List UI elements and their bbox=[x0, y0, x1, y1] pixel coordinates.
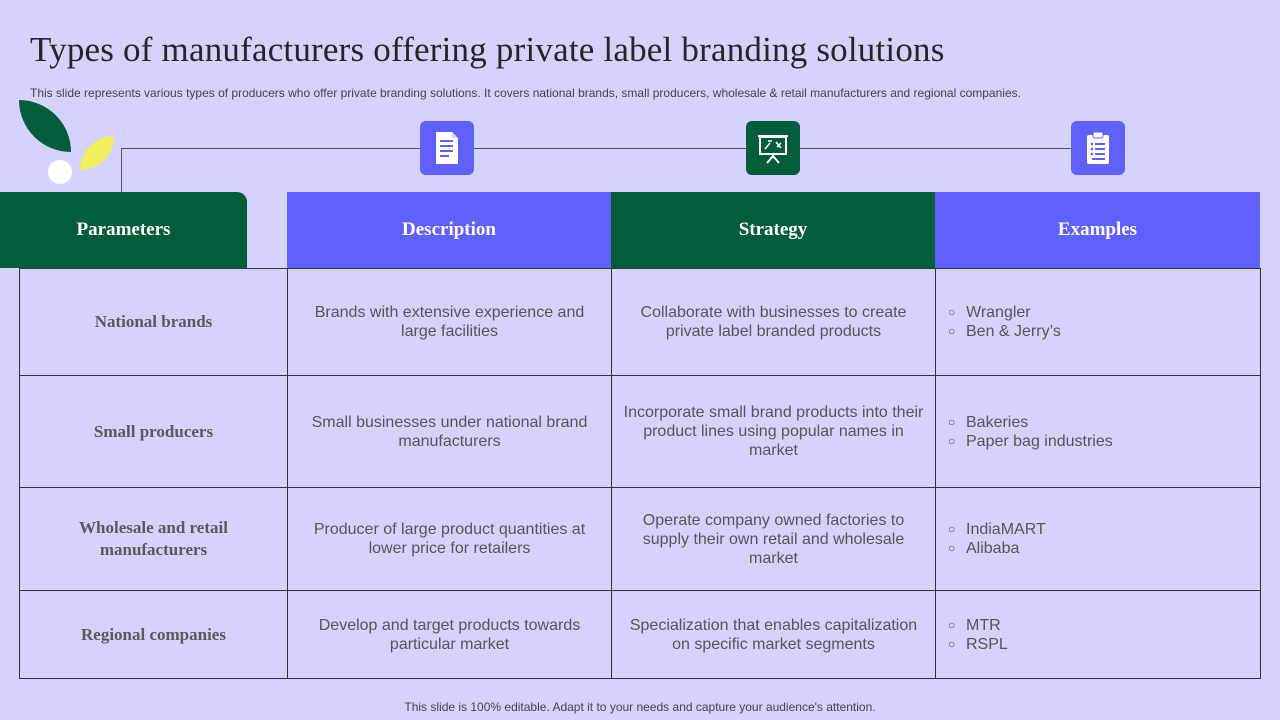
example-text: RSPL bbox=[966, 635, 1008, 653]
parameter-cell: Regional companies bbox=[19, 590, 288, 679]
parameter-cell: Wholesale and retail manufacturers bbox=[19, 487, 288, 591]
strategy-cell: Specialization that enables capitalizati… bbox=[611, 590, 936, 679]
table-row: Regional companies Develop and target pr… bbox=[19, 590, 1261, 679]
yellow-leaf-decoration bbox=[80, 136, 114, 170]
slide-subtitle: This slide represents various types of p… bbox=[30, 86, 1021, 100]
circle-bullet-icon: ○ bbox=[948, 324, 956, 338]
table-row: Small producers Small businesses under n… bbox=[19, 375, 1261, 488]
example-item: ○ RSPL bbox=[948, 635, 1250, 654]
circle-bullet-icon: ○ bbox=[948, 433, 956, 448]
presentation-icon-box bbox=[746, 121, 800, 175]
parameter-cell: Small producers bbox=[19, 375, 288, 488]
white-dot-decoration bbox=[48, 160, 72, 184]
example-text: Ben & Jerry’s bbox=[966, 323, 1061, 340]
table-row: National brands Brands with extensive ex… bbox=[19, 268, 1261, 376]
example-text: Paper bag industries bbox=[966, 432, 1113, 450]
example-item: ○ Wrangler bbox=[948, 303, 1250, 322]
manufacturers-table: National brands Brands with extensive ex… bbox=[19, 268, 1261, 679]
parameter-cell: National brands bbox=[19, 268, 288, 376]
example-text: Bakeries bbox=[966, 413, 1029, 431]
circle-bullet-icon: ○ bbox=[948, 541, 956, 555]
circle-bullet-icon: ○ bbox=[948, 636, 956, 651]
example-text: IndiaMART bbox=[966, 521, 1046, 538]
presentation-board-icon bbox=[758, 135, 788, 164]
example-item: ○ Bakeries bbox=[948, 413, 1250, 432]
circle-bullet-icon: ○ bbox=[948, 617, 956, 632]
description-cell: Brands with extensive experience and lar… bbox=[287, 268, 612, 376]
description-cell: Producer of large product quantities at … bbox=[287, 487, 612, 591]
slide-title: Types of manufacturers offering private … bbox=[30, 30, 945, 69]
strategy-cell: Incorporate small brand products into th… bbox=[611, 375, 936, 488]
circle-bullet-icon: ○ bbox=[948, 522, 956, 536]
header-description: Description bbox=[287, 192, 611, 268]
clipboard-icon-box bbox=[1071, 121, 1125, 175]
header-parameters: Parameters bbox=[0, 192, 247, 268]
strategy-cell: Collaborate with businesses to create pr… bbox=[611, 268, 936, 376]
clipboard-icon bbox=[1087, 131, 1109, 164]
examples-cell: ○ Wrangler ○ Ben & Jerry’s bbox=[935, 268, 1261, 376]
circle-bullet-icon: ○ bbox=[948, 414, 956, 429]
example-text: Wrangler bbox=[966, 304, 1031, 321]
table-row: Wholesale and retail manufacturers Produ… bbox=[19, 487, 1261, 591]
example-item: ○ Paper bag industries bbox=[948, 432, 1250, 451]
circle-bullet-icon: ○ bbox=[948, 305, 956, 319]
footer-note: This slide is 100% editable. Adapt it to… bbox=[404, 700, 876, 714]
examples-cell: ○ MTR ○ RSPL bbox=[935, 590, 1261, 679]
header-strategy: Strategy bbox=[611, 192, 935, 268]
header-examples: Examples bbox=[935, 192, 1260, 268]
connector-line-vertical bbox=[121, 148, 122, 206]
connector-line-horizontal bbox=[121, 148, 1099, 149]
example-item: ○ MTR bbox=[948, 616, 1250, 635]
examples-cell: ○ Bakeries ○ Paper bag industries bbox=[935, 375, 1261, 488]
examples-cell: ○ IndiaMART ○ Alibaba bbox=[935, 487, 1261, 591]
description-cell: Small businesses under national brand ma… bbox=[287, 375, 612, 488]
example-item: ○ IndiaMART bbox=[948, 520, 1250, 539]
example-text: MTR bbox=[966, 616, 1001, 634]
example-item: ○ Alibaba bbox=[948, 539, 1250, 558]
example-item: ○ Ben & Jerry’s bbox=[948, 322, 1250, 341]
strategy-cell: Operate company owned factories to suppl… bbox=[611, 487, 936, 591]
description-cell: Develop and target products towards part… bbox=[287, 590, 612, 679]
document-icon bbox=[436, 132, 458, 164]
document-icon-box bbox=[420, 121, 474, 175]
example-text: Alibaba bbox=[966, 540, 1020, 557]
green-leaf-decoration bbox=[19, 100, 71, 152]
